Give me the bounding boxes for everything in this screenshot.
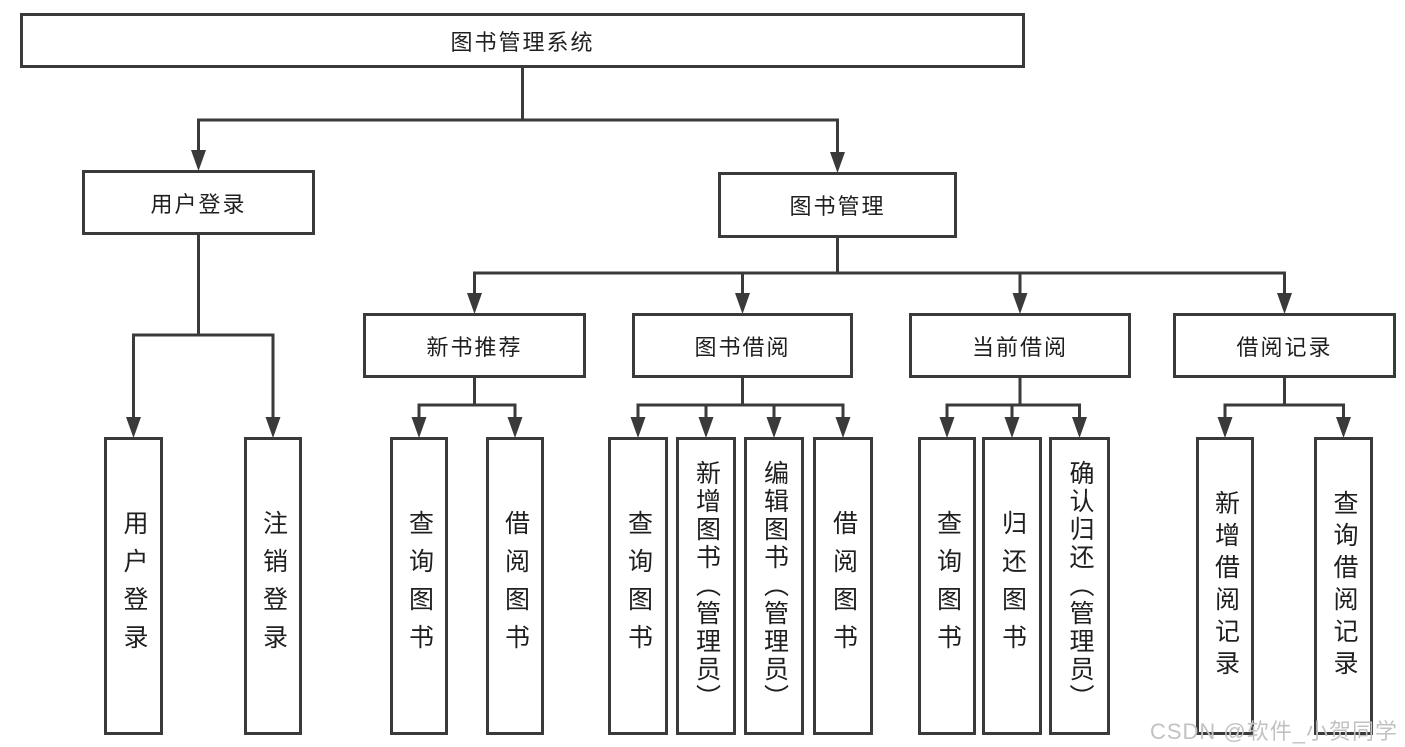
leaf-current-query-books-label: 查询图书 (933, 510, 962, 662)
leaf-add-borrow-record: 新增借阅记录 (1196, 437, 1254, 735)
leaf-add-books-admin-label: 新增图书（管理员） (692, 460, 721, 712)
leaf-confirm-return-admin-label: 确认归还（管理员） (1066, 460, 1094, 712)
leaf-user-login-label: 用户登录 (120, 510, 148, 662)
node-user-login: 用户登录 (82, 170, 315, 235)
node-book-borrowing: 图书借阅 (632, 313, 853, 378)
leaf-borrowing-query-books-label: 查询图书 (624, 510, 653, 662)
node-borrow-records: 借阅记录 (1173, 313, 1396, 378)
leaf-newbook-borrow-books: 借阅图书 (486, 437, 544, 735)
node-new-book-recommend: 新书推荐 (363, 313, 586, 378)
leaf-current-query-books: 查询图书 (918, 437, 976, 735)
node-library-system: 图书管理系统 (20, 13, 1025, 68)
leaf-confirm-return-admin: 确认归还（管理员） (1049, 437, 1110, 735)
leaf-borrowing-borrow-books: 借阅图书 (813, 437, 873, 735)
leaf-borrowing-query-books: 查询图书 (608, 437, 668, 735)
csdn-watermark: CSDN @软件_小贺同学 (1149, 719, 1398, 744)
leaf-return-books-label: 归还图书 (998, 510, 1027, 662)
leaf-add-books-admin: 新增图书（管理员） (676, 437, 736, 735)
leaf-edit-books-admin: 编辑图书（管理员） (744, 437, 804, 735)
leaf-query-borrow-record: 查询借阅记录 (1314, 437, 1373, 735)
leaf-logout-label: 注销登录 (259, 510, 288, 662)
node-book-management: 图书管理 (718, 172, 957, 238)
node-current-borrowing: 当前借阅 (909, 313, 1131, 378)
leaf-return-books: 归还图书 (982, 437, 1042, 735)
leaf-add-borrow-record-label: 新增借阅记录 (1211, 490, 1240, 682)
leaf-borrowing-borrow-books-label: 借阅图书 (829, 510, 858, 662)
leaf-newbook-borrow-books-label: 借阅图书 (501, 510, 530, 662)
leaf-newbook-query-books: 查询图书 (390, 437, 448, 735)
leaf-newbook-query-books-label: 查询图书 (405, 510, 434, 662)
leaf-logout: 注销登录 (244, 437, 302, 735)
leaf-edit-books-admin-label: 编辑图书（管理员） (760, 460, 789, 712)
leaf-user-login: 用户登录 (104, 437, 163, 735)
leaf-query-borrow-record-label: 查询借阅记录 (1330, 490, 1358, 682)
